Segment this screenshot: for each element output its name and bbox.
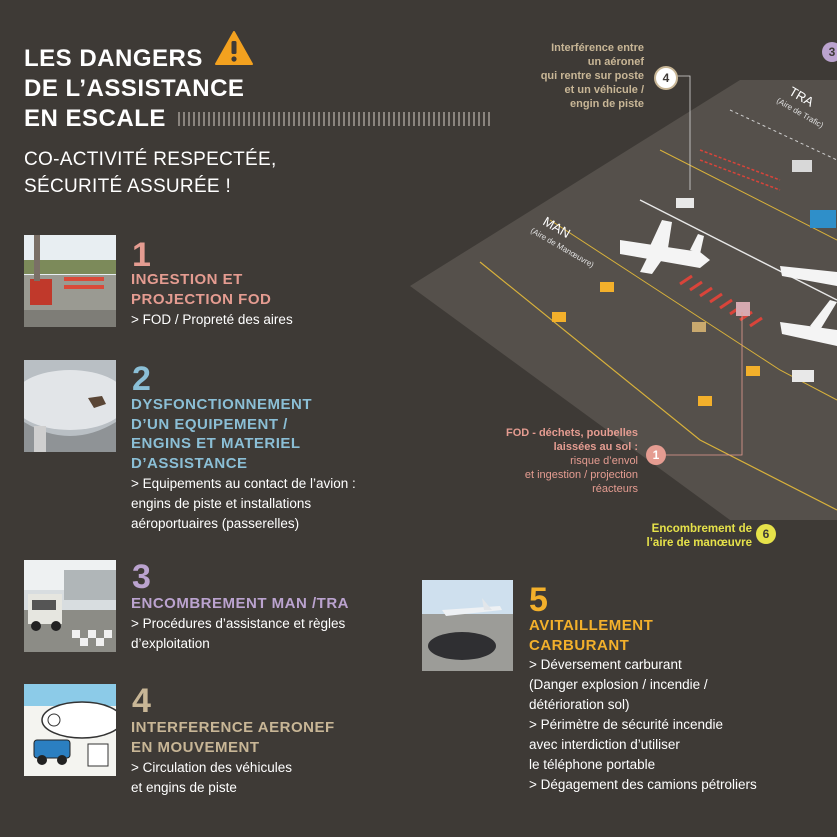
apron-illustration: TRA (Aire de Trafic) MAN (Aire de Manœuv…	[410, 75, 837, 520]
boundary-line	[639, 199, 837, 301]
section-2-body: > Equipements au contact de l’avion : en…	[131, 476, 356, 531]
photo-fuel-spill	[422, 580, 513, 671]
dotted-rule	[177, 112, 493, 126]
photo-fod	[24, 235, 116, 327]
section-2-number: 2	[132, 360, 151, 398]
section-1-body: > FOD / Propreté des aires	[131, 312, 293, 327]
ground-vehicle	[676, 198, 694, 208]
ground-vehicle	[810, 210, 836, 228]
section-1-heading: INGESTION ET PROJECTION FOD	[131, 271, 272, 308]
photo-engine-damage	[24, 360, 116, 452]
callout-6-badge: 6	[756, 524, 776, 544]
section-3-body: > Procédures d’assistance et règles d’ex…	[131, 616, 346, 651]
callout-4-badge: 4	[654, 66, 678, 90]
photo-apron-congestion	[24, 560, 116, 652]
section-1-number: 1	[132, 236, 151, 274]
section-3-heading: ENCOMBREMENT MAN /TRA	[131, 595, 349, 612]
section-3-number: 3	[132, 558, 151, 596]
section-5-body: > Déversement carburant (Danger explosio…	[529, 657, 757, 792]
title-line-1: LES DANGERS	[24, 45, 203, 72]
section-5-number: 5	[529, 581, 548, 619]
aircraft	[780, 300, 837, 346]
fod-bin	[736, 302, 750, 316]
section-5-heading: AVITAILLEMENT CARBURANT	[529, 617, 654, 654]
section-4-heading: INTERFERENCE AERONEF EN MOUVEMENT	[131, 719, 335, 756]
section-4-number: 4	[132, 682, 151, 720]
section-4-body: > Circulation des véhicules et engins de…	[131, 760, 292, 795]
warning-icon	[215, 31, 253, 65]
taxi-sign	[600, 282, 614, 292]
ground-vehicle	[692, 322, 706, 332]
callout-3-badge: 3	[822, 42, 837, 62]
subtitle: CO-ACTIVITÉ RESPECTÉE, SÉCURITÉ ASSURÉE …	[24, 146, 277, 200]
main-title: LES DANGERS DE L’ASSISTANCE EN ESCALE	[24, 44, 493, 134]
callout-1-text: FOD - déchets, poubelles laissées au sol…	[505, 427, 638, 495]
taxi-sign	[552, 312, 566, 322]
title-line-3: EN ESCALE	[24, 105, 166, 132]
photo-cartoon-interference	[24, 684, 116, 776]
taxi-line	[659, 149, 837, 241]
ground-vehicle	[792, 370, 814, 382]
taxi-sign	[698, 396, 712, 406]
section-2-heading: DYSFONCTIONNEMENT D’UN EQUIPEMENT / ENGI…	[131, 396, 312, 472]
subtitle-line-1: CO-ACTIVITÉ RESPECTÉE,	[24, 149, 277, 170]
callout-4-text: Interférence entre un aéronef qui rentre…	[540, 42, 644, 110]
apron-surface	[410, 80, 837, 520]
ground-vehicle	[792, 160, 812, 172]
aircraft	[620, 220, 710, 274]
taxi-line	[729, 109, 837, 161]
aircraft	[780, 266, 837, 286]
callout-1-badge: 1	[646, 445, 666, 465]
taxi-sign	[746, 366, 760, 376]
title-line-2: DE L’ASSISTANCE	[24, 75, 245, 102]
taxi-line	[549, 219, 837, 401]
callout-6-text: Encombrement de l’aire de manœuvre	[646, 523, 752, 549]
subtitle-line-2: SÉCURITÉ ASSURÉE !	[24, 176, 232, 197]
